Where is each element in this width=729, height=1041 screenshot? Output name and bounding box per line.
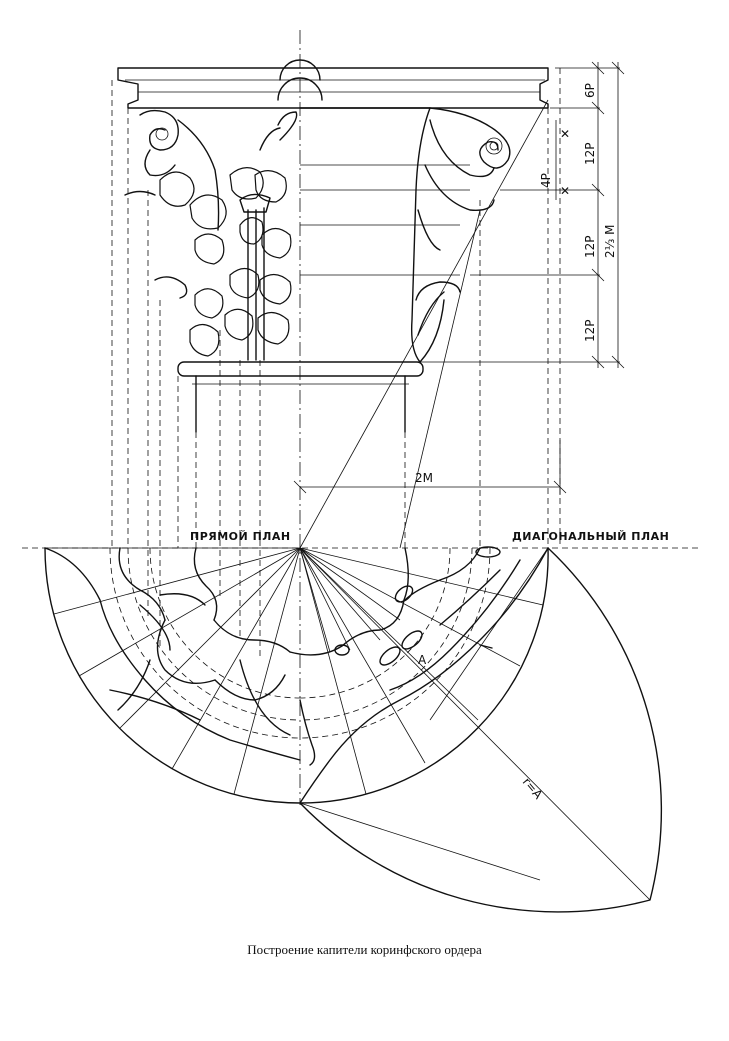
radius-label: r=A: [520, 775, 546, 802]
abacus: [117, 59, 549, 109]
diagonal-plan-details: A: [299, 546, 549, 881]
astragal: [177, 361, 424, 433]
diagonal-plan-label: ДИАГОНАЛЬНЫЙ ПЛАН: [512, 530, 669, 543]
projection-lines: [111, 68, 561, 660]
dim-total: 2⅓ М: [603, 225, 617, 258]
dim-12p-top: 12Р: [583, 142, 597, 165]
acanthus-foliage: [124, 109, 298, 361]
dim-4p: 4Р: [539, 173, 553, 188]
dimension-2m: 2М: [293, 440, 567, 495]
dimension-chain: ✕ ✕ 6Р 12Р 12Р 12Р 4Р 2⅓ М: [420, 61, 625, 369]
dim-6p: 6Р: [583, 83, 597, 98]
radial-divisions: [45, 547, 544, 795]
svg-text:✕: ✕: [560, 184, 570, 198]
dim-12p-bottom: 12Р: [583, 319, 597, 342]
capital-bell: [299, 107, 470, 363]
right-volutes: [415, 107, 511, 363]
drawing-caption: Построение капители коринфского ордера: [247, 942, 482, 957]
dim-12p-mid: 12Р: [583, 235, 597, 258]
svg-text:✕: ✕: [560, 127, 570, 141]
direct-plan-label: ПРЯМОЙ ПЛАН: [190, 530, 291, 543]
dim-2m-label: 2М: [415, 471, 433, 485]
point-a-label: A: [418, 653, 427, 667]
plan-quadrant: r=A: [44, 547, 663, 913]
plan-leaf-scallops: [44, 547, 409, 766]
